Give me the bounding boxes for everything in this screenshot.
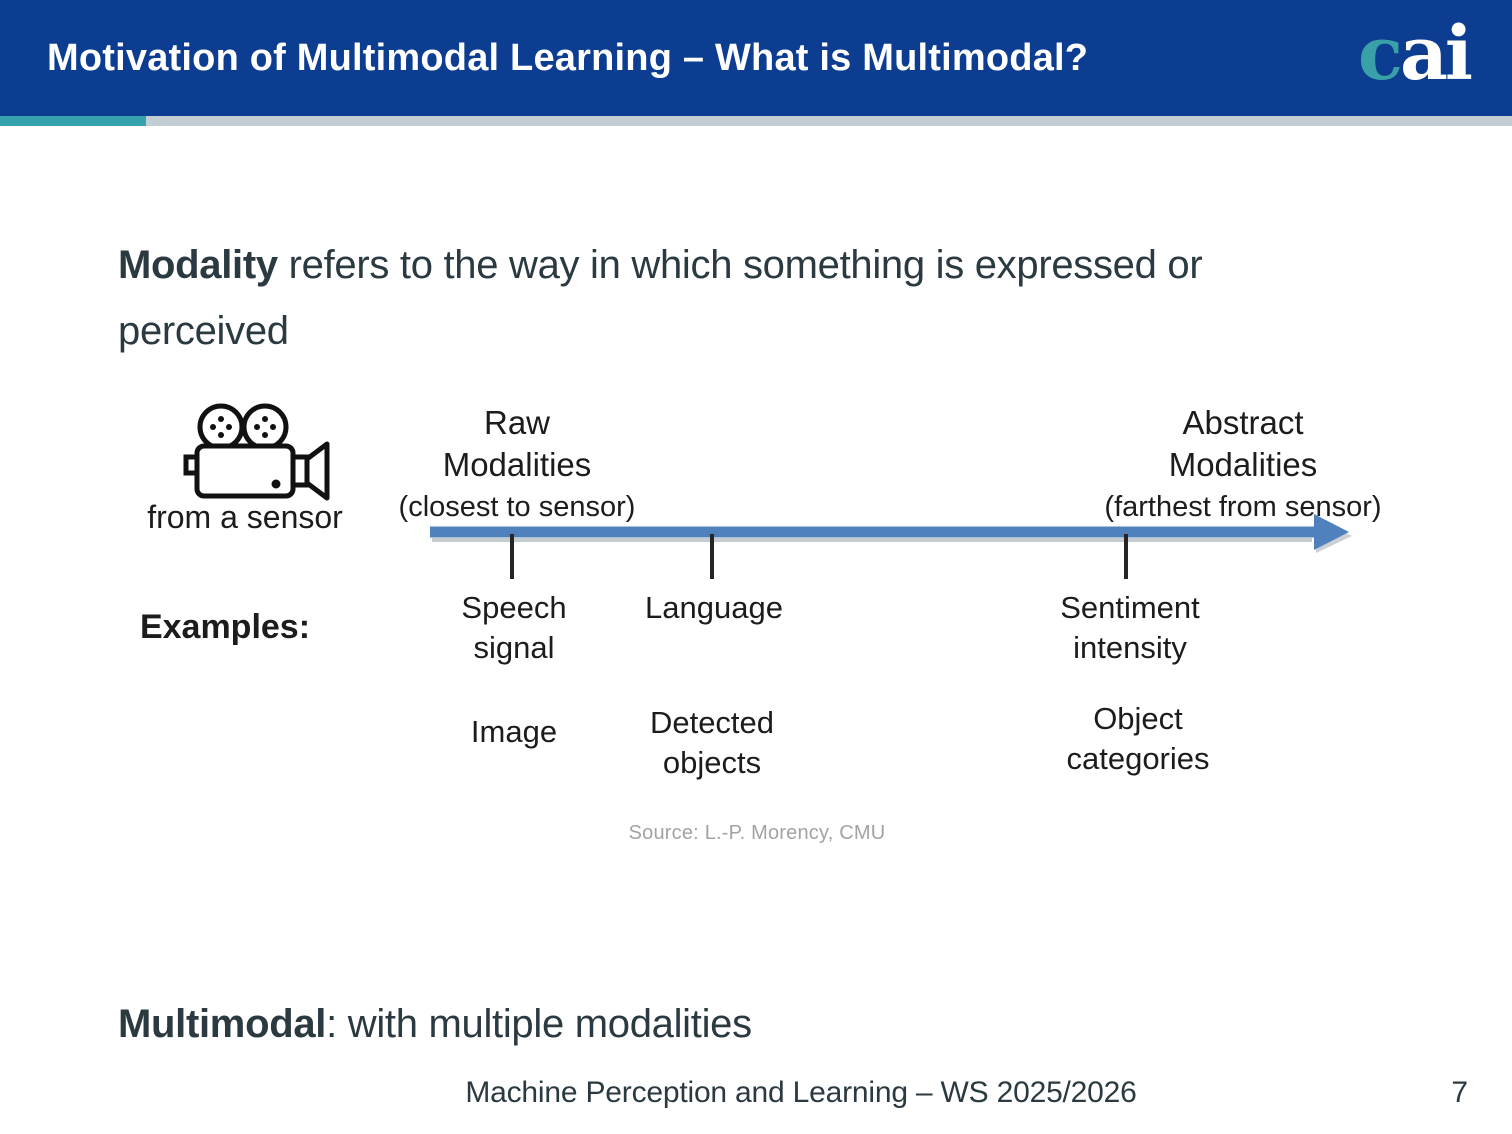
from-a-sensor-label: from a sensor xyxy=(147,499,343,535)
abstract-modalities-group: Abstract Modalities (farthest from senso… xyxy=(1068,402,1418,524)
footer-course-title: Machine Perception and Learning – WS 202… xyxy=(465,1076,1137,1109)
examples-label: Examples: xyxy=(139,608,311,646)
footer-page-number: 7 xyxy=(1451,1076,1468,1109)
header-bar: Motivation of Multimodal Learning – What… xyxy=(0,0,1512,116)
logo-letter-c: c xyxy=(1357,11,1403,97)
example-speech-signal: Speech signal xyxy=(461,590,567,665)
raw-modalities-title: Raw Modalities xyxy=(442,404,592,483)
slide-title: Motivation of Multimodal Learning – What… xyxy=(47,37,1089,79)
modality-definition-rest: refers to the way in which something is … xyxy=(277,243,1203,287)
logo-letters-ai: ai xyxy=(1399,11,1473,97)
cai-logo: cai xyxy=(1357,8,1473,100)
example-sentiment-intensity: Sentiment intensity xyxy=(1060,590,1200,665)
multimodal-term: Multimodal xyxy=(118,1002,327,1046)
example-image: Image xyxy=(470,714,558,749)
multimodal-definition: Multimodal: with multiple modalities xyxy=(118,991,1418,1057)
example-detected-objects: Detected objects xyxy=(649,705,775,780)
timeline-ticks xyxy=(510,534,1128,579)
multimodal-definition-rest: : with multiple modalities xyxy=(326,1002,752,1046)
raw-modalities-subtitle: (closest to sensor) xyxy=(398,491,636,523)
film-camera-icon xyxy=(183,403,330,501)
source-attribution: Source: L.-P. Morency, CMU xyxy=(628,822,886,844)
example-language: Language xyxy=(645,590,783,625)
abstract-modalities-subtitle: (farthest from sensor) xyxy=(1104,491,1382,523)
modality-definition-line2: perceived xyxy=(118,309,289,353)
abstract-modalities-title: Abstract Modalities xyxy=(1168,404,1318,483)
accent-bar-gray xyxy=(146,116,1512,126)
modality-definition: Modality refers to the way in which some… xyxy=(118,232,1418,364)
modality-term: Modality xyxy=(118,243,278,287)
raw-modalities-group: Raw Modalities (closest to sensor) xyxy=(342,402,692,524)
example-object-categories: Object categories xyxy=(1066,701,1210,776)
accent-bar-teal xyxy=(0,116,146,126)
